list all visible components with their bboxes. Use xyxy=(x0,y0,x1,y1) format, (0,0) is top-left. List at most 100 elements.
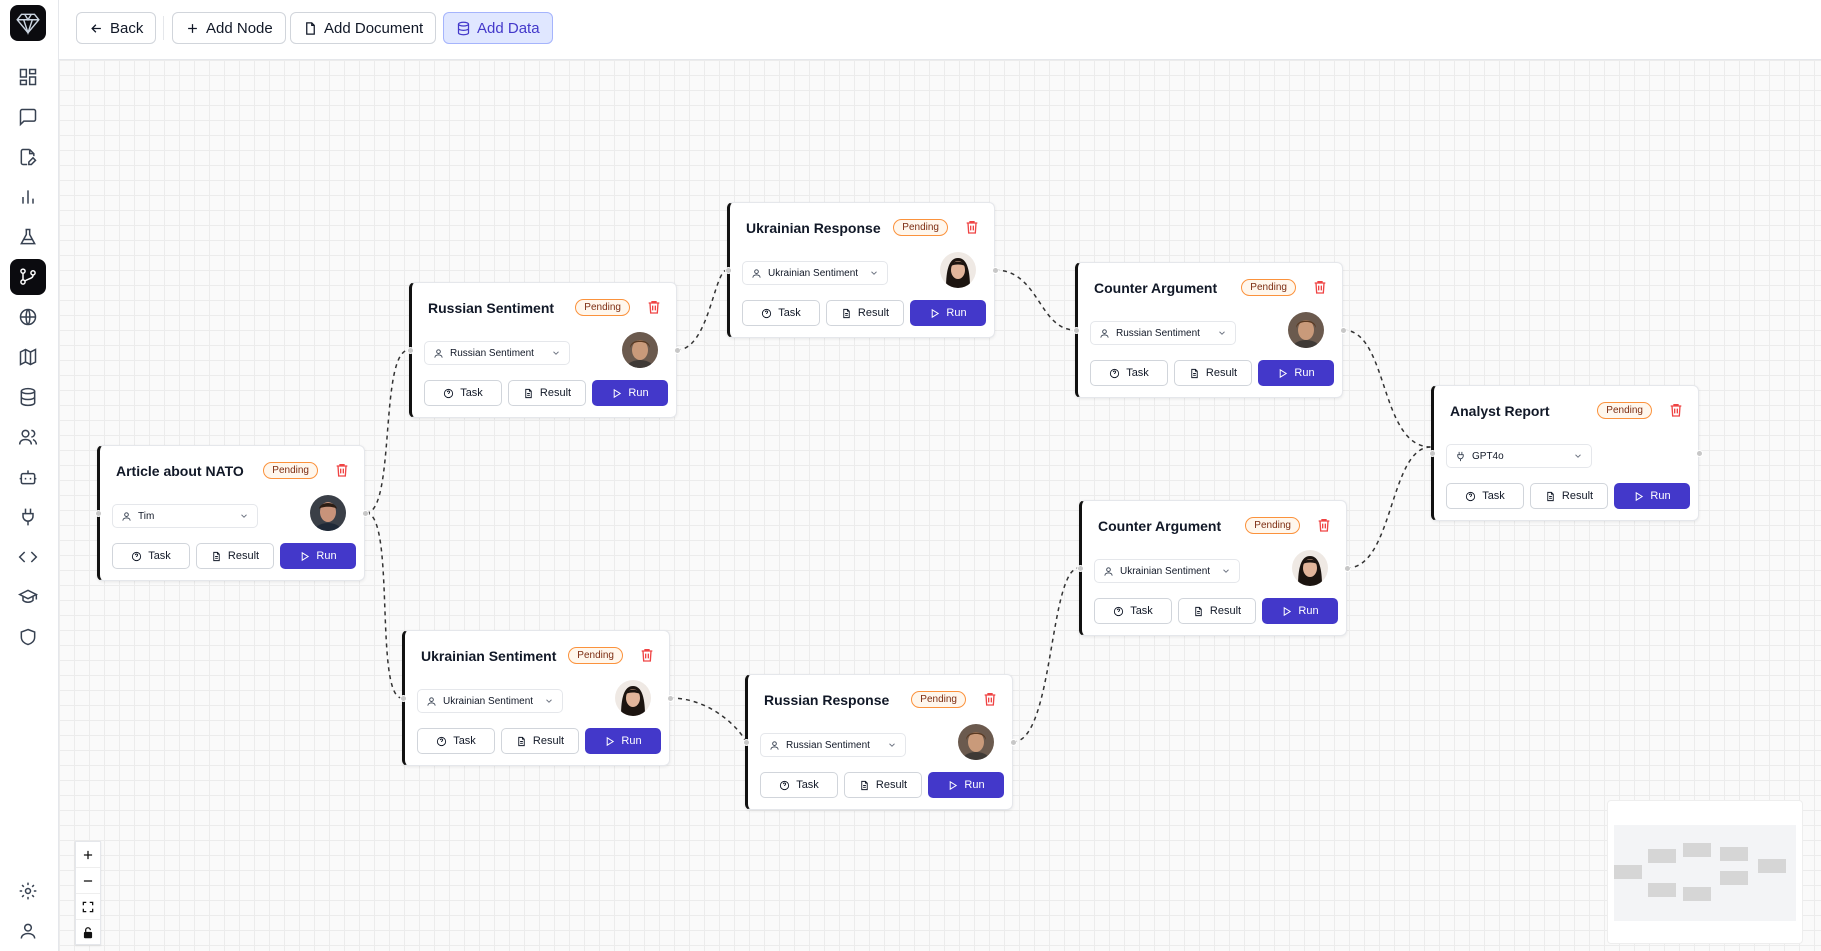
minimap[interactable] xyxy=(1607,800,1803,944)
input-handle[interactable] xyxy=(1077,565,1084,572)
sidebar-item-lab[interactable] xyxy=(10,219,46,255)
task-button[interactable]: Task xyxy=(1446,483,1524,509)
output-handle[interactable] xyxy=(992,267,999,274)
task-button[interactable]: Task xyxy=(424,380,502,406)
run-button[interactable]: Run xyxy=(1262,598,1338,624)
result-label: Result xyxy=(857,307,890,319)
delete-node-button[interactable] xyxy=(334,462,350,478)
output-handle[interactable] xyxy=(674,347,681,354)
sidebar-item-data[interactable] xyxy=(10,379,46,415)
agent-select[interactable]: Russian Sentiment xyxy=(1090,321,1236,345)
input-handle[interactable] xyxy=(725,267,732,274)
avatar xyxy=(310,495,346,531)
delete-node-button[interactable] xyxy=(639,647,655,663)
delete-node-button[interactable] xyxy=(964,219,980,235)
lock-button[interactable] xyxy=(76,920,100,946)
input-handle[interactable] xyxy=(407,347,414,354)
sidebar-item-learning[interactable] xyxy=(10,579,46,615)
agent-select[interactable]: Ukrainian Sentiment xyxy=(742,261,888,285)
node-title: Analyst Report xyxy=(1450,403,1550,419)
delete-node-button[interactable] xyxy=(1668,402,1684,418)
output-handle[interactable] xyxy=(1696,450,1703,457)
run-button[interactable]: Run xyxy=(1258,360,1334,386)
task-button[interactable]: Task xyxy=(1090,360,1168,386)
avatar xyxy=(1292,550,1328,586)
app-logo[interactable] xyxy=(10,5,46,41)
output-handle[interactable] xyxy=(1010,739,1017,746)
input-handle[interactable] xyxy=(1429,450,1436,457)
sidebar-item-documents[interactable] xyxy=(10,139,46,175)
sidebar-item-map[interactable] xyxy=(10,339,46,375)
sidebar-item-analytics[interactable] xyxy=(10,179,46,215)
agent-select[interactable]: Ukrainian Sentiment xyxy=(417,689,563,713)
fit-view-button[interactable] xyxy=(76,894,100,920)
agent-select[interactable]: Russian Sentiment xyxy=(760,733,906,757)
run-button[interactable]: Run xyxy=(928,772,1004,798)
delete-node-button[interactable] xyxy=(1312,279,1328,295)
delete-node-button[interactable] xyxy=(646,299,662,315)
agent-select[interactable]: Ukrainian Sentiment xyxy=(1094,559,1240,583)
delete-node-button[interactable] xyxy=(982,691,998,707)
result-button[interactable]: Result xyxy=(501,728,579,754)
sidebar-item-integrations[interactable] xyxy=(10,499,46,535)
sidebar-item-security[interactable] xyxy=(10,619,46,655)
sidebar-item-web[interactable] xyxy=(10,299,46,335)
run-button[interactable]: Run xyxy=(1614,483,1690,509)
sidebar-item-chat[interactable] xyxy=(10,99,46,135)
agent-select[interactable]: Russian Sentiment xyxy=(424,341,570,365)
avatar xyxy=(615,680,651,716)
sidebar-item-profile[interactable] xyxy=(10,913,46,949)
input-handle[interactable] xyxy=(1073,327,1080,334)
result-button[interactable]: Result xyxy=(1530,483,1608,509)
sidebar-item-code[interactable] xyxy=(10,539,46,575)
task-button[interactable]: Task xyxy=(742,300,820,326)
input-handle[interactable] xyxy=(743,739,750,746)
result-button[interactable]: Result xyxy=(1174,360,1252,386)
task-button[interactable]: Task xyxy=(417,728,495,754)
result-button[interactable]: Result xyxy=(844,772,922,798)
sidebar-item-settings[interactable] xyxy=(10,873,46,909)
result-button[interactable]: Result xyxy=(1178,598,1256,624)
result-button[interactable]: Result xyxy=(826,300,904,326)
run-button[interactable]: Run xyxy=(280,543,356,569)
delete-node-button[interactable] xyxy=(1316,517,1332,533)
input-handle[interactable] xyxy=(95,510,102,517)
output-handle[interactable] xyxy=(667,695,674,702)
task-button[interactable]: Task xyxy=(112,543,190,569)
agent-select[interactable]: GPT4o xyxy=(1446,444,1592,468)
add-document-button[interactable]: Add Document xyxy=(290,12,437,44)
output-handle[interactable] xyxy=(362,510,369,517)
sidebar-item-workflows[interactable] xyxy=(10,259,46,295)
run-button[interactable]: Run xyxy=(585,728,661,754)
task-button[interactable]: Task xyxy=(1094,598,1172,624)
add-node-button[interactable]: Add Node xyxy=(172,12,286,44)
minimap-viewport xyxy=(1614,825,1796,921)
task-button[interactable]: Task xyxy=(760,772,838,798)
zoom-in-button[interactable] xyxy=(76,842,100,868)
sidebar-item-users[interactable] xyxy=(10,419,46,455)
sidebar-item-agents[interactable] xyxy=(10,459,46,495)
result-button[interactable]: Result xyxy=(508,380,586,406)
run-button[interactable]: Run xyxy=(910,300,986,326)
edge-n6-n8 xyxy=(1342,329,1432,448)
run-button[interactable]: Run xyxy=(592,380,668,406)
result-button[interactable]: Result xyxy=(196,543,274,569)
input-handle[interactable] xyxy=(400,695,407,702)
back-button[interactable]: Back xyxy=(76,12,157,44)
file-text-icon xyxy=(518,736,525,746)
sidebar-item-dashboard[interactable] xyxy=(10,59,46,95)
agent-select[interactable]: Tim xyxy=(112,504,258,528)
output-handle[interactable] xyxy=(1340,327,1347,334)
output-handle[interactable] xyxy=(1344,565,1351,572)
zoom-out-button[interactable] xyxy=(76,868,100,894)
add-data-button[interactable]: Add Data xyxy=(443,12,553,44)
